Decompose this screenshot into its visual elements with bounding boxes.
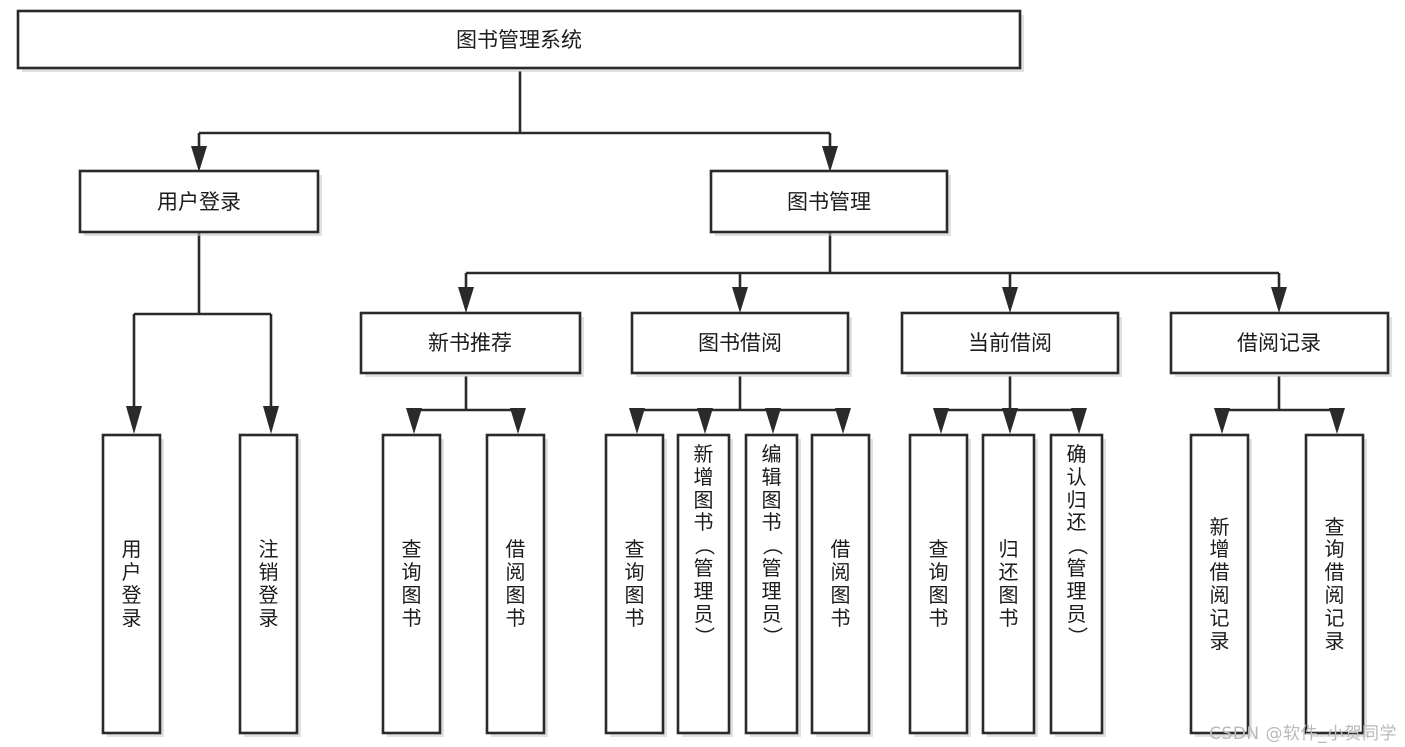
node-book-manage-label: 图书管理: [787, 190, 871, 214]
arrow-head-nbr-leaf-1: [406, 408, 422, 434]
arrow-head-bb-leaf-3: [765, 408, 781, 434]
arrow-head-new-book-recommend: [458, 287, 474, 313]
arrow-head-current-borrow: [1002, 287, 1018, 313]
arrow-head-book-manage: [822, 146, 838, 172]
arrow-head-book-borrow: [732, 287, 748, 313]
leaf-nbr-query-book[interactable]: [381, 433, 444, 737]
node-new-book-recommend-label: 新书推荐: [428, 331, 512, 355]
connector-group-root-to-level2: [191, 71, 838, 172]
arrow-head-bb-leaf-4: [835, 408, 851, 434]
node-current-borrow[interactable]: 当前借阅: [900, 311, 1122, 377]
leaf-bb-add-book-admin[interactable]: [676, 433, 733, 737]
connector-group-book-borrow-children: [629, 376, 851, 434]
connector-group-book-manage-children: [458, 232, 1287, 313]
node-book-manage[interactable]: 图书管理: [709, 169, 951, 236]
leaf-br-query-record[interactable]: [1304, 433, 1367, 737]
connector-group-user-login-children: [126, 232, 279, 434]
arrow-head-cb-leaf-3: [1071, 408, 1087, 434]
node-user-login[interactable]: 用户登录: [78, 169, 322, 236]
arrow-head-user-login: [191, 146, 207, 172]
node-user-login-label: 用户登录: [157, 190, 241, 214]
node-borrow-record[interactable]: 借阅记录: [1169, 311, 1392, 377]
arrow-head-leaf-logout: [263, 406, 279, 434]
arrow-head-bb-leaf-1: [629, 408, 645, 434]
connector-group-current-borrow-children: [933, 376, 1087, 434]
leaf-cb-query-book[interactable]: [908, 433, 971, 737]
leaf-user-login-user-login[interactable]: [101, 433, 164, 737]
connector-group-borrow-record-children: [1214, 376, 1345, 434]
leaf-br-add-record[interactable]: [1189, 433, 1252, 737]
node-root[interactable]: 图书管理系统: [16, 9, 1024, 72]
node-borrow-record-label: 借阅记录: [1237, 331, 1321, 355]
arrow-head-cb-leaf-1: [933, 408, 949, 434]
arrow-head-nbr-leaf-2: [510, 408, 526, 434]
arrow-head-br-leaf-2: [1329, 408, 1345, 434]
connector-group-new-book-recommend-children: [406, 376, 526, 434]
arrow-head-leaf-user-login: [126, 406, 142, 434]
leaf-nbr-borrow-book[interactable]: [485, 433, 548, 737]
node-book-borrow[interactable]: 图书借阅: [630, 311, 852, 377]
node-current-borrow-label: 当前借阅: [968, 331, 1052, 355]
csdn-watermark: CSDN @软件_小贺同学: [1209, 724, 1397, 744]
leaf-bb-borrow-book[interactable]: [810, 433, 873, 737]
node-root-label: 图书管理系统: [456, 28, 582, 52]
leaf-user-login-logout[interactable]: [238, 433, 301, 737]
leaf-cb-confirm-return-admin[interactable]: [1049, 433, 1106, 737]
leaf-bb-edit-book-admin[interactable]: [744, 433, 801, 737]
arrow-head-cb-leaf-2: [1002, 408, 1018, 434]
leaf-cb-return-book[interactable]: [981, 433, 1038, 737]
leaf-bb-query-book[interactable]: [604, 433, 667, 737]
arrow-head-br-leaf-1: [1214, 408, 1230, 434]
arrow-head-bb-leaf-2: [697, 408, 713, 434]
node-book-borrow-label: 图书借阅: [698, 331, 782, 355]
arrow-head-borrow-record: [1271, 287, 1287, 313]
node-new-book-recommend[interactable]: 新书推荐: [359, 311, 584, 377]
